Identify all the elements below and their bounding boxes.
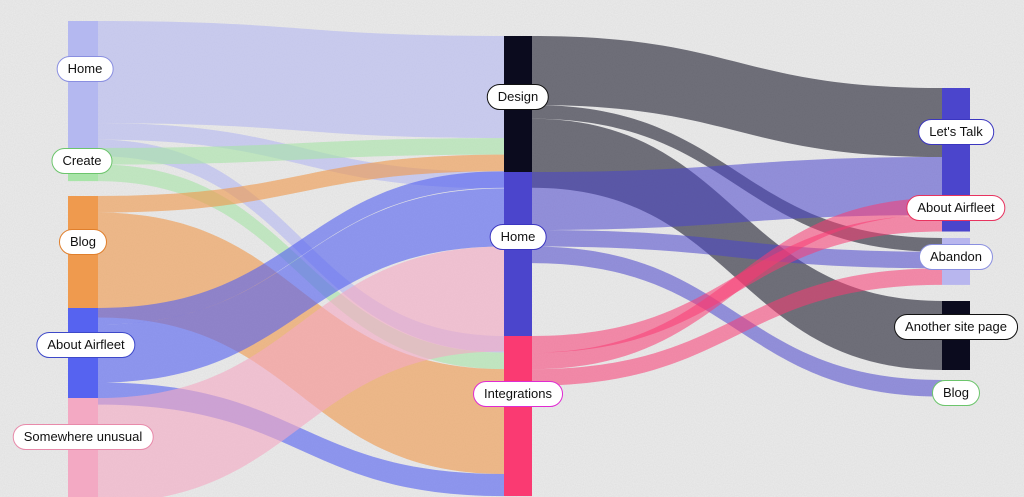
link-src_create-to-mid_design xyxy=(98,138,504,165)
node-label-dst_abandon: Abandon xyxy=(918,244,994,270)
node-label-src_about: About Airfleet xyxy=(36,332,136,358)
node-label-mid_design: Design xyxy=(486,84,550,110)
link-mid_home-to-dst_letstalk xyxy=(532,157,942,230)
node-label-mid_home: Home xyxy=(489,224,547,250)
node-label-src_home: Home xyxy=(56,56,114,82)
link-mid_integrations-to-dst_abandon xyxy=(532,268,942,386)
node-bar-mid_design xyxy=(504,36,532,188)
link-src_about-to-mid_home xyxy=(98,188,504,383)
link-src_about-to-mid_design xyxy=(98,171,504,325)
flow-links xyxy=(98,21,942,497)
node-label-src_create: Create xyxy=(51,148,113,174)
node-label-dst_blog: Blog xyxy=(931,380,981,406)
node-label-src_blog: Blog xyxy=(58,229,108,255)
node-label-dst_letstalk: Let's Talk xyxy=(918,119,994,145)
node-label-dst_other: Another site page xyxy=(894,314,1018,340)
node-bar-src_blog xyxy=(68,196,98,318)
link-mid_design-to-dst_letstalk xyxy=(532,36,942,157)
link-src_home-to-mid_design xyxy=(98,21,504,139)
node-label-dst_about: About Airfleet xyxy=(906,195,1006,221)
link-src_blog-to-mid_design xyxy=(98,154,504,213)
link-mid_integrations-to-dst_about xyxy=(532,198,942,370)
node-bar-src_home xyxy=(68,21,98,157)
node-label-src_unusual: Somewhere unusual xyxy=(12,424,154,450)
node-bar-mid_integrations xyxy=(504,336,532,497)
node-bar-mid_home xyxy=(504,172,532,352)
link-mid_home-to-dst_abandon xyxy=(532,229,942,269)
node-label-mid_integrations: Integrations xyxy=(473,381,563,407)
link-src_unusual-to-mid_home xyxy=(98,246,504,497)
